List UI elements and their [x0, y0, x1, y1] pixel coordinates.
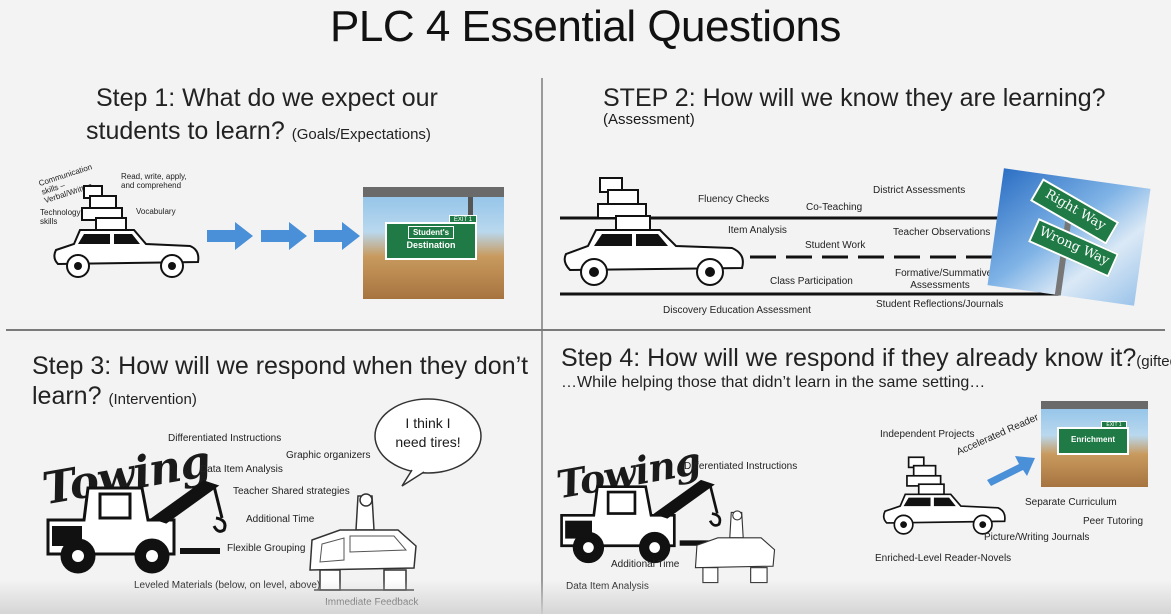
- step2-label-item-analysis: Item Analysis: [728, 225, 787, 236]
- step3-label-teacher-shared: Teacher Shared strategies: [233, 486, 350, 497]
- tow-truck-icon: [560, 479, 722, 564]
- right-wrong-way-photo: Right Way Wrong Way: [987, 168, 1151, 306]
- tow-truck-icon: [46, 480, 227, 574]
- enrichment-photo: EXIT 1 Enrichment: [1041, 401, 1148, 487]
- arrow-right-icon: [207, 222, 253, 250]
- step4-label-separate: Separate Curriculum: [1025, 497, 1117, 508]
- step4-label-peer: Peer Tutoring: [1083, 516, 1144, 527]
- step4-label-additional: Additional Time: [611, 559, 680, 570]
- step2-label-reflections: Student Reflections/Journals: [876, 299, 1004, 310]
- bubble-text: I think I need tires!: [395, 415, 461, 450]
- step2-note: (Assessment): [603, 111, 695, 128]
- sign-line1: Student's: [408, 226, 454, 239]
- step3-label-additional: Additional Time: [246, 514, 315, 525]
- step4-label-enriched: Enriched-Level Reader-Novels: [875, 553, 1012, 564]
- step1-heading-line1: Step 1: What do we expect our: [96, 84, 438, 112]
- step4-label-data-item: Data Item Analysis: [566, 581, 649, 592]
- sign-line2: Destination: [406, 240, 456, 250]
- step2-label-discovery: Discovery Education Assessment: [663, 305, 811, 316]
- highway-sign-icon: Enrichment: [1057, 427, 1129, 455]
- step3-heading-text: learn?: [32, 382, 102, 410]
- vertical-divider: [541, 78, 543, 614]
- step2-heading: STEP 2: How will we know they are learni…: [603, 84, 1106, 112]
- step1-note: (Goals/Expectations): [291, 126, 431, 143]
- overpass: [363, 187, 504, 197]
- car-icon: [882, 456, 1006, 535]
- car-icon: [53, 185, 200, 278]
- step3-label-leveled: Leveled Materials (below, on level, abov…: [134, 580, 321, 591]
- step4-heading-line: Step 4: How will we respond if they alre…: [561, 342, 1171, 378]
- arrow-right-icon: [261, 222, 307, 250]
- step3-label-flexible: Flexible Grouping: [227, 543, 306, 554]
- horizontal-divider: [6, 329, 1165, 331]
- step1-heading-text: students to learn?: [86, 117, 285, 145]
- step1-label-technology: Technology skills: [40, 208, 81, 226]
- highway-sign-icon: Student's Destination: [385, 222, 477, 260]
- step3-heading-line1: Step 3: How will we respond when they do…: [32, 352, 529, 380]
- arrow-right-icon: [987, 456, 1035, 486]
- step4-label-diff: Differentiated Instructions: [684, 461, 798, 472]
- car-icon: [563, 177, 744, 286]
- step4-note: (gifted): [1136, 353, 1171, 370]
- overpass: [1041, 401, 1148, 409]
- step4-label-independent: Independent Projects: [880, 429, 975, 440]
- step2-label-student-work: Student Work: [805, 240, 866, 251]
- step1-label-vocabulary: Vocabulary: [136, 207, 176, 216]
- step3-note: (Intervention): [108, 391, 197, 408]
- step3-heading-line2: learn? (Intervention): [32, 380, 197, 416]
- arrow-right-icon: [314, 222, 360, 250]
- destination-photo: EXIT 1 Student's Destination: [363, 187, 504, 299]
- step4-heading-text: Step 4: How will we respond if they alre…: [561, 344, 1137, 372]
- page-title: PLC 4 Essential Questions: [330, 2, 841, 51]
- step2-label-district: District Assessments: [873, 185, 966, 196]
- step1-label-read-write: Read, write, apply, and comprehend: [121, 172, 187, 190]
- broken-car-icon: [694, 510, 776, 584]
- step2-label-fluency: Fluency Checks: [698, 194, 770, 205]
- step2-label-teacher-obs: Teacher Observations: [893, 227, 991, 238]
- step3-label-graphic: Graphic organizers: [286, 450, 371, 461]
- broken-car-icon: [309, 493, 417, 591]
- step2-label-class-participation: Class Participation: [770, 276, 853, 287]
- step3-label-diff: Differentiated Instructions: [168, 433, 282, 444]
- step2-label-formative: Formative/Summative Assessments: [895, 268, 993, 291]
- step1-heading-line2: students to learn? (Goals/Expectations): [86, 115, 431, 151]
- speech-bubble-icon: [374, 398, 482, 487]
- step3-label-data-item: Data Item Analysis: [200, 464, 283, 475]
- step2-label-coteaching: Co-Teaching: [806, 202, 863, 213]
- step4-label-picture: Picture/Writing Journals: [984, 532, 1090, 543]
- step4-subheading: …While helping those that didn’t learn i…: [561, 374, 986, 391]
